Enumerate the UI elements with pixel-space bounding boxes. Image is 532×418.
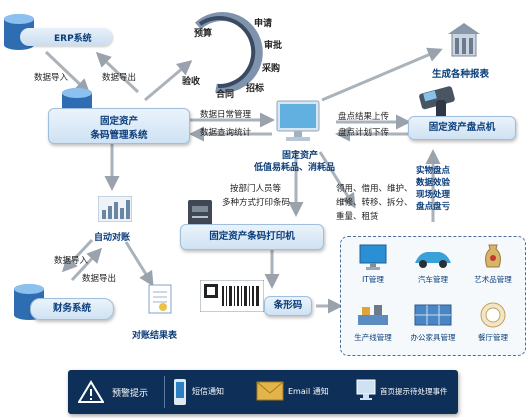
swirl-graphic — [194, 12, 263, 94]
finance-box[interactable]: 财务系统 — [30, 298, 114, 320]
building-icon — [448, 23, 480, 57]
printer-node[interactable]: 固定资产条码打印机 — [180, 198, 330, 254]
reports-label: 生成各种报表 — [432, 69, 490, 80]
action-surplus-loss: 盘点盘亏 — [416, 202, 451, 212]
category-car[interactable]: 汽车管理 — [401, 243, 465, 285]
category-art[interactable]: 艺术品管理 — [461, 243, 525, 285]
erp-export-label: 数据导出 — [102, 73, 137, 83]
recon-report-label: 对账结果表 — [132, 331, 178, 341]
category-dining-label: 餐厅管理 — [478, 333, 508, 342]
ops-line2: 维修、转移、拆分、 — [336, 198, 413, 208]
barcode-sticker-icon — [200, 280, 264, 312]
category-furniture-label: 办公家具管理 — [410, 333, 456, 342]
monitor-icon — [359, 244, 387, 270]
recon-report-node[interactable]: 对账结果表 — [130, 284, 200, 342]
action-onsite: 现场处理 — [416, 190, 451, 200]
action-data-verify: 数据效验 — [416, 178, 451, 188]
barcode-system-line2: 条码管理系统 — [90, 130, 148, 141]
category-art-label: 艺术品管理 — [474, 275, 512, 284]
printer-icon — [188, 200, 212, 230]
alert-email-label: Email 通知 — [288, 387, 329, 396]
auto-recon-node[interactable]: 自动对账 — [88, 196, 148, 244]
reports-node[interactable]: 生成各种报表 — [422, 20, 512, 80]
print-by-label: 按部门人员等 — [230, 184, 282, 194]
printer-label: 固定资产条码打印机 — [209, 231, 295, 242]
category-car-label: 汽车管理 — [418, 275, 448, 284]
plan-down-label: 盘点计划下传 — [338, 128, 390, 138]
category-it[interactable]: IT管理 — [341, 243, 405, 285]
stage-apply: 申请 — [254, 19, 273, 29]
query-stats-label: 数据查询统计 — [200, 128, 252, 138]
monitor-icon — [276, 100, 320, 141]
barcode-system-box[interactable]: 固定资产 条码管理系统 — [48, 108, 190, 144]
stage-purchase: 采购 — [262, 64, 281, 74]
barcode-node[interactable]: 条形码 — [200, 280, 312, 324]
envelope-icon — [256, 381, 284, 401]
stage-acceptance: 验收 — [182, 77, 201, 87]
barcode-box: 条形码 — [264, 296, 312, 316]
alert-sms-label: 短信通知 — [192, 387, 224, 396]
phone-icon — [174, 379, 186, 405]
stage-budget: 预算 — [194, 29, 213, 39]
finance-label: 财务系统 — [52, 303, 91, 314]
print-ways-label: 多种方式打印条码 — [222, 198, 291, 208]
category-production[interactable]: 生产线管理 — [341, 301, 405, 343]
barcode-label: 条形码 — [273, 300, 303, 311]
alert-title-block: 预警提示 — [74, 376, 165, 408]
office-furniture-icon — [414, 304, 452, 326]
alert-title: 预警提示 — [112, 389, 149, 399]
upload-label: 盘点结果上传 — [338, 112, 390, 122]
fin-import-label: 数据导入 — [54, 256, 89, 266]
warning-icon — [78, 380, 104, 403]
asset-categories-panel: IT管理 汽车管理 艺术品管理 生产线管理 办公家具管理 — [340, 236, 526, 356]
inventory-device[interactable]: 固定资产盘点机 — [408, 86, 518, 144]
auto-recon-label: 自动对账 — [94, 233, 131, 243]
fin-export-label: 数据导出 — [82, 274, 117, 284]
production-line-icon — [358, 305, 388, 325]
printer-box: 固定资产条码打印机 — [180, 224, 324, 250]
category-dining[interactable]: 餐厅管理 — [461, 301, 525, 343]
alert-bar: 预警提示 短信通知 Email 通知 首页提示待处理事件 — [68, 370, 458, 414]
alert-sms[interactable]: 短信通知 — [172, 376, 256, 408]
erp-import-label: 数据导入 — [34, 73, 69, 83]
inventory-device-box: 固定资产盘点机 — [408, 116, 516, 140]
category-furniture[interactable]: 办公家具管理 — [401, 301, 465, 343]
inventory-actions: 实物盘点 数据效验 现场处理 盘点盘亏 — [416, 166, 466, 212]
alert-homepage[interactable]: 首页提示待处理事件 — [356, 376, 456, 408]
lifecycle-ring: 预算 申请 审批 采购 招标 合同 验收 — [176, 8, 286, 100]
erp-label: ERP系统 — [54, 34, 92, 44]
center-line1: 固定资产 — [282, 151, 319, 161]
barcode-system-line1: 固定资产 — [99, 116, 138, 127]
car-icon — [415, 252, 451, 268]
operations-list: 领用、借用、维护、 维修、转移、拆分、 重量、租赁 — [336, 184, 413, 222]
inventory-device-label: 固定资产盘点机 — [428, 122, 496, 133]
dining-icon — [480, 302, 506, 328]
vase-icon — [485, 244, 501, 268]
desktop-icon — [356, 379, 376, 400]
category-production-label: 生产线管理 — [354, 333, 392, 342]
alert-homepage-label: 首页提示待处理事件 — [380, 387, 448, 396]
center-node[interactable]: 固定资产 低值易耗品、消耗品 — [254, 100, 342, 175]
action-physical-count: 实物盘点 — [416, 166, 451, 176]
document-icon — [148, 284, 172, 314]
alert-email[interactable]: Email 通知 — [256, 376, 356, 408]
erp-system[interactable]: ERP系统 — [2, 12, 112, 54]
chart-icon — [98, 196, 132, 222]
stage-approve: 审批 — [264, 41, 283, 51]
category-it-label: IT管理 — [362, 275, 384, 284]
stage-bid: 招标 — [246, 84, 265, 94]
stage-contract: 合同 — [216, 90, 235, 100]
ops-line3: 重量、租赁 — [336, 212, 379, 222]
daily-mgmt-label: 数据日常管理 — [200, 110, 252, 120]
ops-line1: 领用、借用、维护、 — [336, 184, 413, 194]
center-line2: 低值易耗品、消耗品 — [254, 163, 336, 173]
